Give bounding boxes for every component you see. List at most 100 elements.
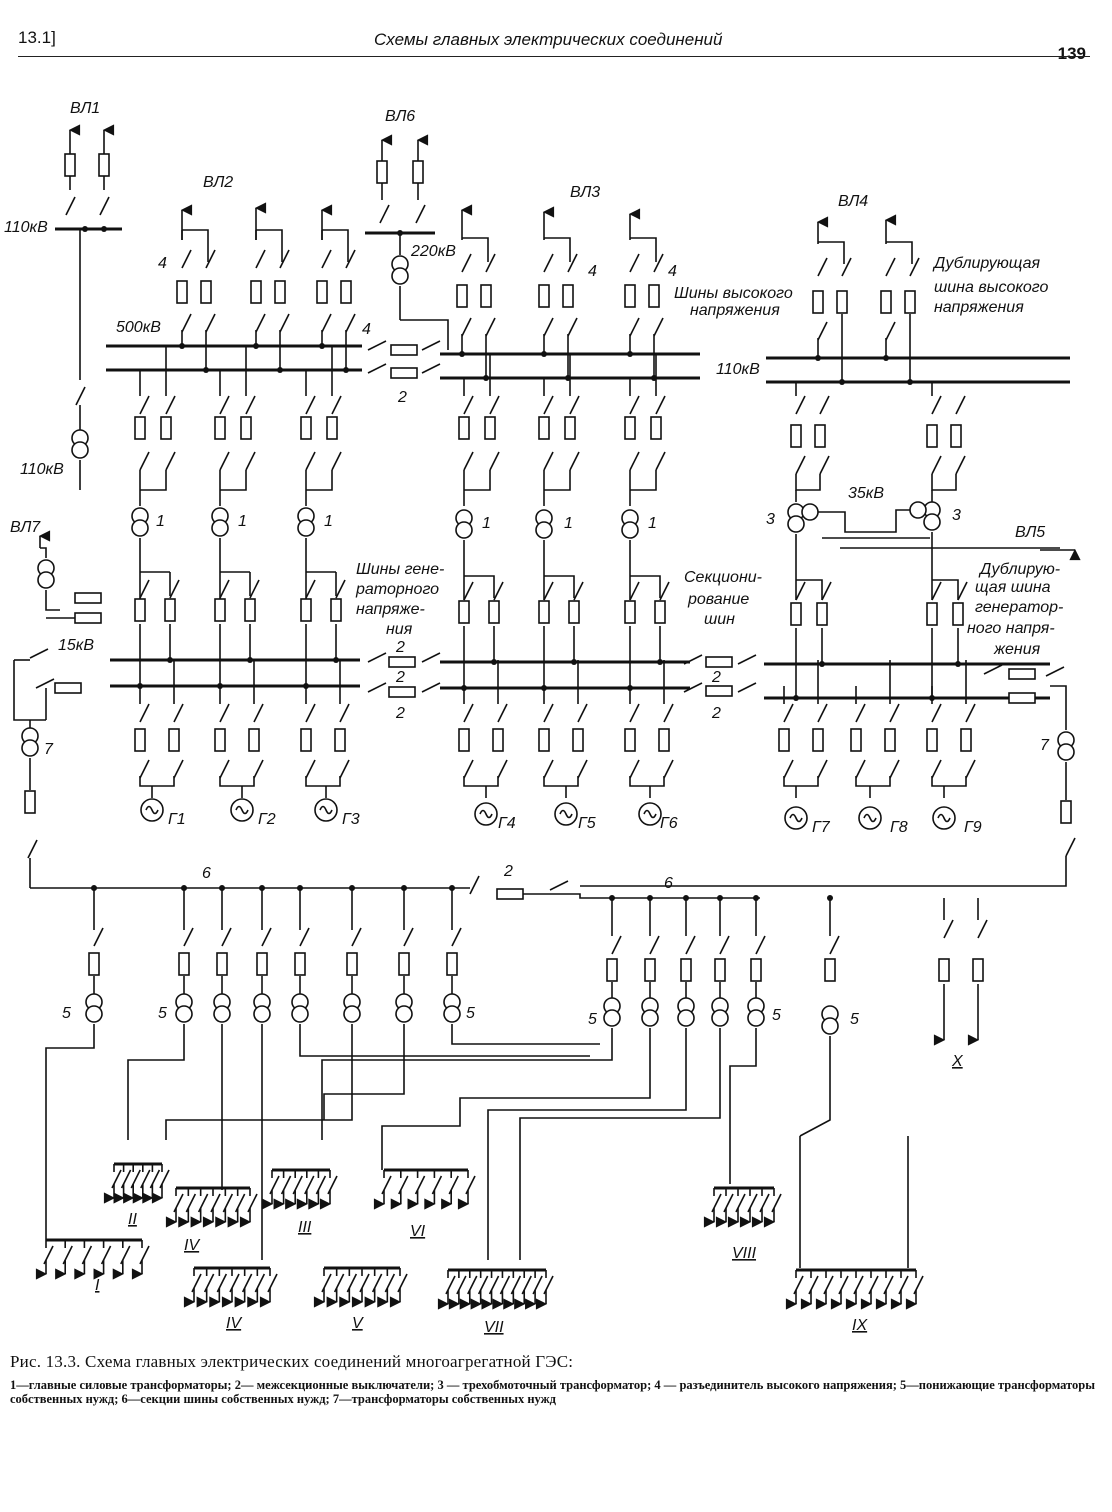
wire — [139, 776, 175, 787]
disconnector — [543, 317, 554, 337]
label-dup-gen-5: жения — [993, 641, 1041, 658]
load-label-1: I — [95, 1277, 100, 1294]
junction-dot — [819, 661, 825, 667]
junction-dot — [303, 683, 309, 689]
disconnector — [461, 253, 472, 273]
load-label-6: VI — [410, 1223, 426, 1240]
disconnector — [611, 935, 622, 955]
breaker — [812, 290, 824, 314]
breaker — [458, 600, 470, 624]
junction-dot — [883, 355, 889, 361]
breaker — [680, 958, 692, 982]
transformer-winding — [253, 1005, 271, 1023]
wire — [818, 509, 910, 533]
marker-4-a: 4 — [158, 255, 167, 272]
gen-label-g6: Г6 — [660, 815, 678, 832]
disconnector — [421, 340, 441, 351]
disconnector — [367, 652, 387, 663]
disconnector — [497, 759, 508, 779]
disconnector — [379, 204, 390, 224]
disconnector — [955, 455, 966, 475]
breaker — [624, 284, 636, 308]
gen-label-g5: Г5 — [578, 815, 596, 832]
disconnector — [485, 253, 496, 273]
marker-1-d: 1 — [482, 515, 491, 532]
breaker — [458, 728, 470, 752]
disconnector — [35, 678, 55, 689]
breaker — [340, 280, 352, 304]
disconnector — [27, 839, 38, 859]
generator-symbol — [145, 805, 159, 815]
wire — [520, 893, 760, 899]
gen-label-g1: Г1 — [168, 811, 186, 828]
junction-dot — [827, 895, 833, 901]
junction-dot — [753, 895, 759, 901]
sectioning-breaker — [705, 656, 733, 668]
breaker — [814, 424, 826, 448]
breaker — [538, 284, 550, 308]
marker-2-d: 2 — [395, 705, 405, 722]
marker-1-b: 1 — [238, 513, 247, 530]
wire — [220, 470, 247, 491]
disconnector — [367, 682, 387, 693]
breaker — [164, 598, 176, 622]
wire — [256, 229, 283, 262]
disconnector — [855, 703, 866, 723]
breaker — [300, 728, 312, 752]
transformer-winding — [443, 1005, 461, 1023]
disconnector — [909, 257, 920, 277]
transformer-winding — [711, 1009, 729, 1027]
junction-dot — [259, 885, 265, 891]
disconnector — [737, 654, 757, 665]
disconnector — [181, 313, 192, 333]
breaker — [778, 728, 790, 752]
breaker — [644, 958, 656, 982]
breaker — [790, 602, 802, 626]
breaker — [376, 160, 388, 184]
section-number: 13.1] — [18, 28, 56, 47]
disconnector — [463, 759, 474, 779]
generator-symbol — [559, 809, 573, 819]
disconnector — [99, 196, 110, 216]
breaker — [240, 416, 252, 440]
breaker — [24, 790, 36, 814]
wire — [127, 1024, 185, 1140]
marker-6-b: 6 — [664, 875, 673, 892]
load-label-5: V — [352, 1315, 364, 1332]
wire — [165, 1024, 353, 1140]
breaker — [214, 728, 226, 752]
disconnector — [795, 581, 806, 601]
wire — [796, 579, 823, 600]
disconnector — [493, 581, 504, 601]
disconnector — [299, 927, 310, 947]
disconnector — [421, 363, 441, 374]
disconnector — [649, 935, 660, 955]
disconnector — [795, 395, 806, 415]
disconnector — [463, 451, 474, 471]
transformer-winding — [343, 1005, 361, 1023]
breaker — [952, 602, 964, 626]
wire — [464, 470, 491, 491]
junction-dot — [955, 661, 961, 667]
marker-5-a: 5 — [62, 1005, 71, 1022]
disconnector — [305, 703, 316, 723]
label-220kv: 220кВ — [410, 243, 456, 260]
marker-5-c: 5 — [466, 1005, 475, 1022]
disconnector — [931, 395, 942, 415]
breaker — [216, 952, 228, 976]
breaker — [390, 367, 418, 379]
marker-2-c: 2 — [395, 669, 405, 686]
breaker — [562, 284, 574, 308]
label-vl1: ВЛ1 — [70, 100, 100, 117]
transformer-winding — [455, 521, 473, 539]
figure-caption: Рис. 13.3. Схема главных электрических с… — [10, 1352, 1095, 1406]
breaker — [446, 952, 458, 976]
junction-dot — [82, 226, 88, 232]
disconnector — [367, 340, 387, 351]
disconnector — [965, 759, 976, 779]
transformer-winding — [801, 503, 819, 521]
disconnector — [755, 935, 766, 955]
transformer-winding — [621, 521, 639, 539]
junction-dot — [101, 226, 107, 232]
wire — [544, 575, 575, 598]
